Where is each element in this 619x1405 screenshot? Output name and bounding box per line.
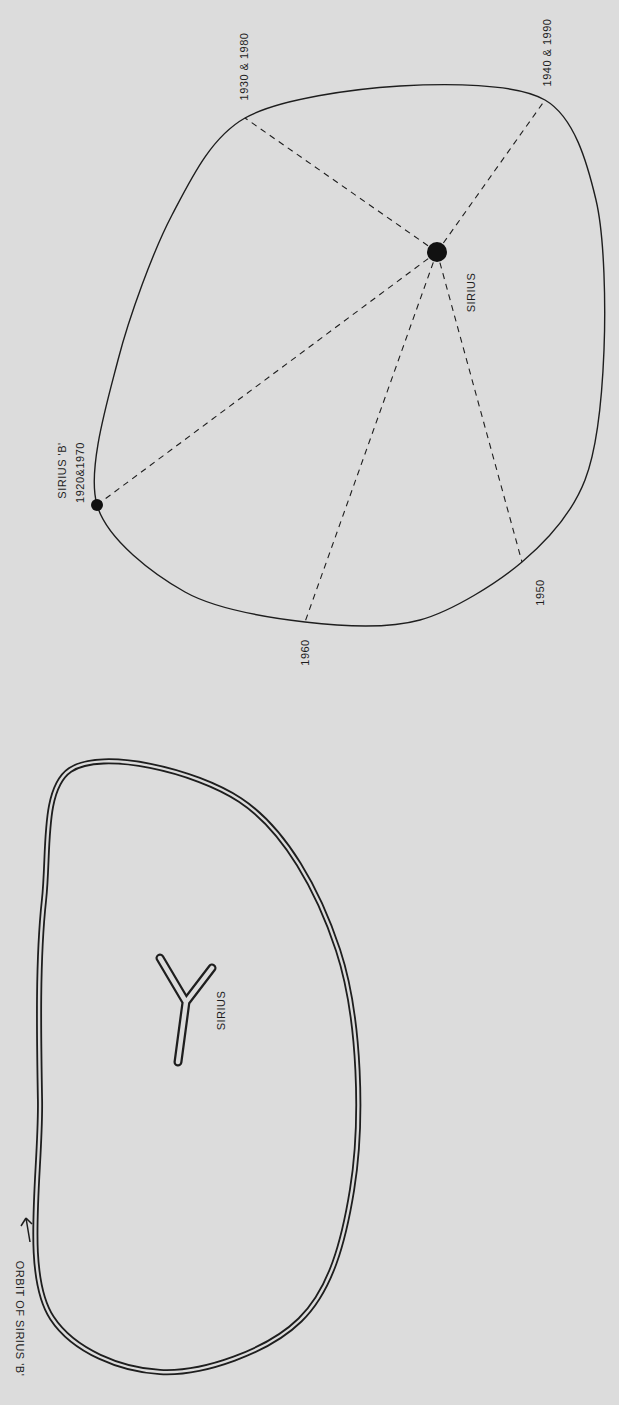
orbit-loop: [35, 761, 358, 1372]
year-label: 1950: [534, 579, 545, 605]
dashed-radius: [305, 252, 437, 622]
star-label: SIRIUS: [467, 272, 478, 312]
dashed-radius: [437, 100, 545, 252]
sirius-symbol-gap: [160, 958, 212, 1062]
sirius-symbol: [160, 958, 212, 1062]
dogon-figure: [21, 761, 358, 1372]
orbit-label: ORBIT OF SIRIUS 'B': [15, 1260, 26, 1376]
dashed-radius: [97, 252, 437, 505]
year-label: 1920&1970: [75, 442, 86, 503]
direction-arrow: [21, 1218, 32, 1242]
year-label: 1940 & 1990: [542, 18, 553, 86]
dashed-radius: [245, 118, 437, 252]
orbit-figure: [91, 85, 605, 626]
star-label: SIRIUS 'B': [57, 442, 68, 498]
dashed-radius: [437, 252, 522, 562]
year-label: 1960: [299, 639, 310, 665]
sirius-star: [427, 242, 447, 262]
year-label: 1930 & 1980: [239, 32, 250, 100]
star-label: SIRIUS: [217, 990, 228, 1030]
sirius-b-star: [91, 499, 103, 511]
orbit-ellipse: [94, 85, 604, 626]
orbit-loop-gap: [35, 761, 358, 1372]
